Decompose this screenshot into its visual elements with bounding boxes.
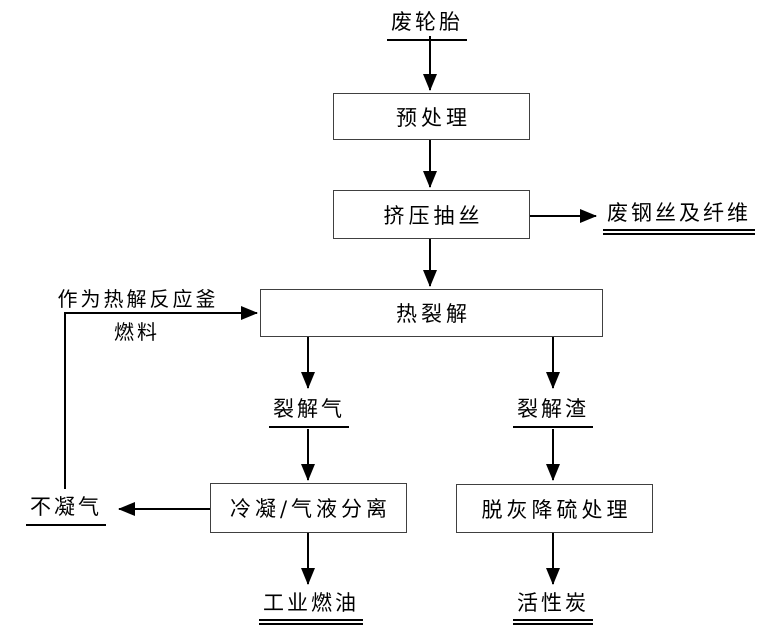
terminal-pyrolysis-residue-label: 裂解渣 <box>513 393 593 428</box>
terminal-non-condensable-gas: 不凝气 <box>26 491 106 526</box>
terminal-industrial-fuel-oil: 工业燃油 <box>259 587 363 625</box>
arrow-noncondensable-recycle-to-pyrolysis <box>64 306 258 489</box>
terminal-waste-tires-label: 废轮胎 <box>387 6 467 41</box>
terminal-waste-tires: 废轮胎 <box>387 6 467 41</box>
terminal-pyrolysis-gas-label: 裂解气 <box>269 393 349 428</box>
terminal-activated-carbon: 活性炭 <box>513 587 593 625</box>
terminal-pyrolysis-gas: 裂解气 <box>269 393 349 428</box>
node-pretreatment: 预处理 <box>333 93 530 140</box>
fuel-note-line1: 作为热解反应釜 <box>57 287 219 311</box>
node-pyrolysis-label: 热裂解 <box>396 302 471 326</box>
node-condensation-separation-label: 冷凝/气液分离 <box>229 497 392 521</box>
node-deash-desulfurization: 脱灰降硫处理 <box>456 484 653 533</box>
node-extrusion-drawing-label: 挤压抽丝 <box>383 203 484 228</box>
node-extrusion-drawing: 挤压抽丝 <box>333 190 530 239</box>
terminal-non-condensable-gas-label: 不凝气 <box>26 491 106 526</box>
terminal-waste-steel-fiber: 废钢丝及纤维 <box>603 197 755 235</box>
node-pretreatment-label: 预处理 <box>396 105 471 130</box>
fuel-note-line2: 燃料 <box>114 320 160 344</box>
node-pyrolysis: 热裂解 <box>260 289 603 337</box>
terminal-activated-carbon-label: 活性炭 <box>513 587 593 625</box>
terminal-industrial-fuel-oil-label: 工业燃油 <box>259 587 363 625</box>
terminal-waste-steel-fiber-label: 废钢丝及纤维 <box>603 197 755 235</box>
node-condensation-separation: 冷凝/气液分离 <box>210 483 407 533</box>
terminal-pyrolysis-residue: 裂解渣 <box>513 393 593 428</box>
node-deash-desulfurization-label: 脱灰降硫处理 <box>481 497 632 522</box>
